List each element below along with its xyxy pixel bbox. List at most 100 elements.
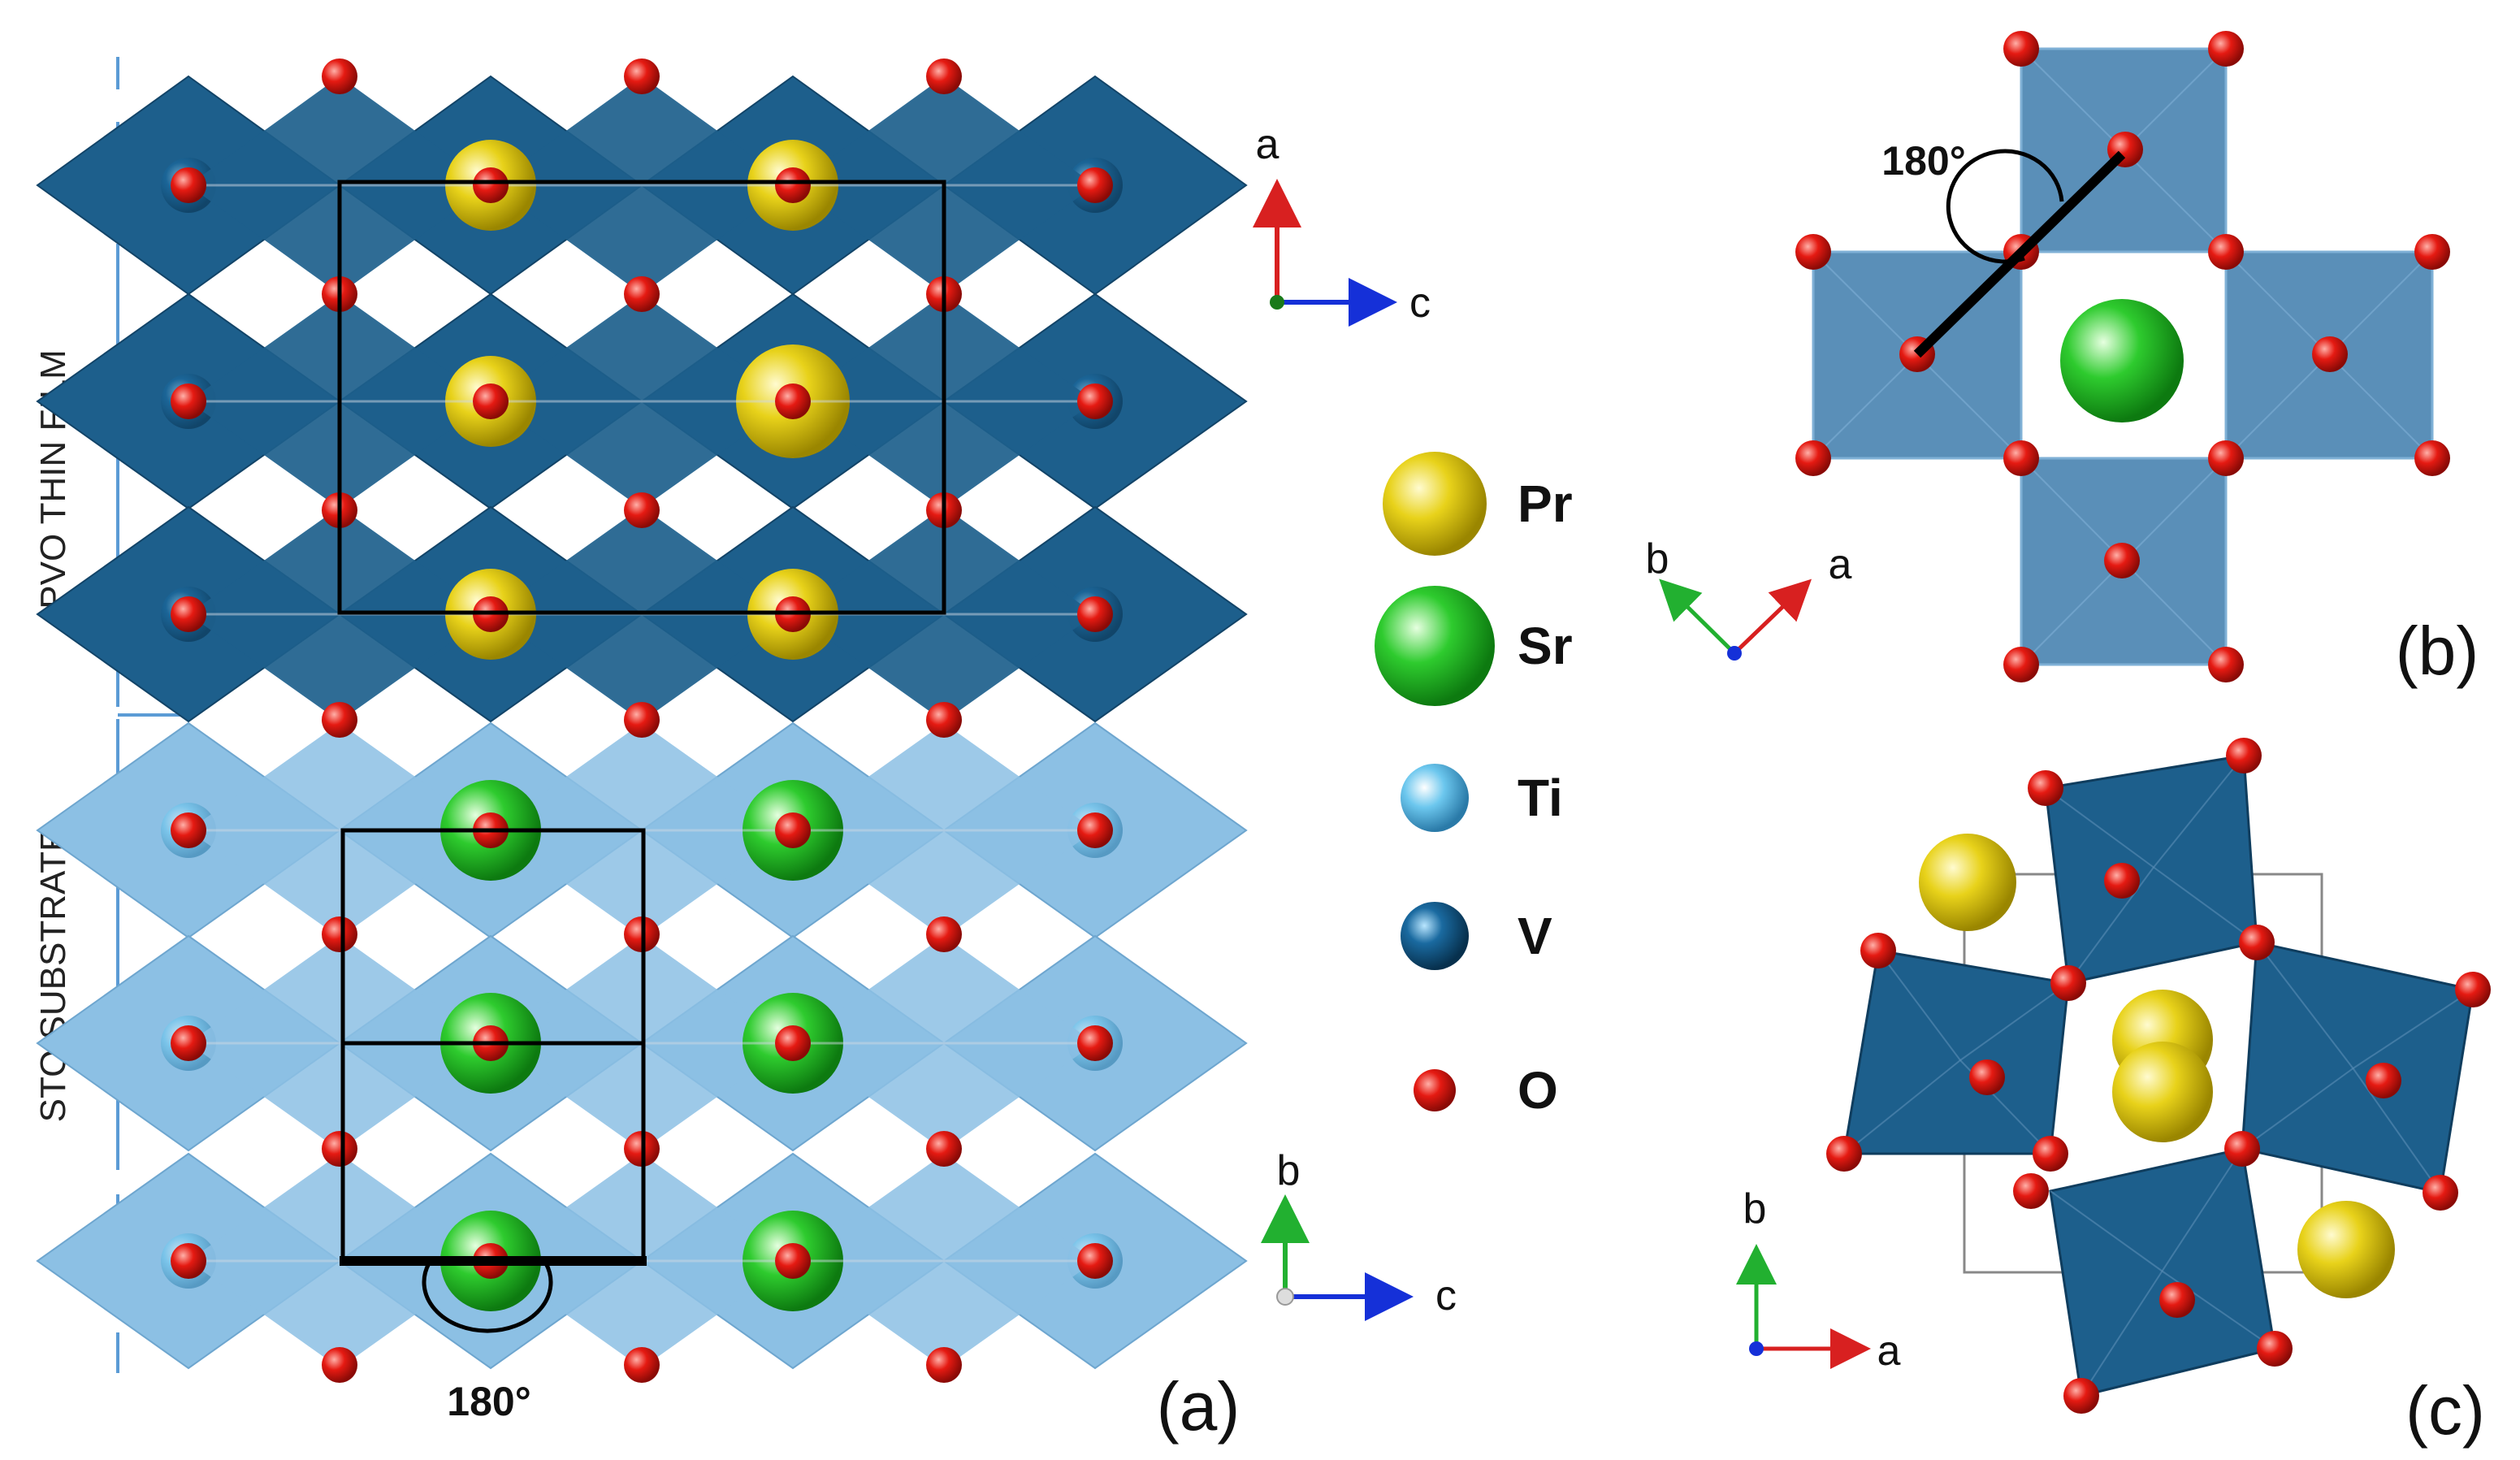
legend-label-o: O	[1518, 1061, 1558, 1120]
oxygen-atom	[322, 1347, 357, 1383]
oxygen-atom	[2003, 31, 2039, 67]
oxygen-atom	[2226, 738, 2262, 773]
panel-c-octahedra	[1842, 754, 2475, 1397]
oxygen-atom	[2104, 543, 2140, 578]
oxygen-atom	[1077, 1243, 1113, 1279]
bond	[2161, 1148, 2243, 1272]
oxygen-atom	[322, 1131, 357, 1167]
oxygen-atom	[2003, 647, 2039, 682]
oxygen-atom	[171, 167, 206, 203]
panel-c-front-atoms	[1826, 738, 2491, 1414]
oxygen-atom	[2423, 1175, 2458, 1211]
oxygen-atom	[2414, 234, 2450, 270]
oxygen-atom	[926, 1131, 962, 1167]
oxygen-atom	[926, 702, 962, 738]
legend-swatch-o	[1414, 1069, 1456, 1111]
oxygen-atom	[624, 58, 660, 94]
oxygen-atom	[171, 596, 206, 632]
axes-b-a: b a	[1736, 1185, 1901, 1375]
bond	[2241, 1068, 2354, 1150]
pr-atom	[1919, 834, 2016, 931]
oxygen-atom	[775, 383, 811, 419]
oxygen-atom	[2208, 234, 2244, 270]
axes-a-c: a c	[1253, 121, 1431, 327]
oxygen-atom	[322, 58, 357, 94]
bond	[1959, 982, 2069, 1061]
axis-label-b: b	[1277, 1147, 1301, 1194]
bond	[2153, 755, 2245, 869]
bond-angle-line-b	[1913, 150, 2126, 358]
oxygen-atom	[624, 702, 660, 738]
oxygen-atom	[171, 383, 206, 419]
bond	[2153, 866, 2258, 943]
oxygen-atom	[775, 1025, 811, 1061]
oxygen-atom	[2257, 1331, 2293, 1367]
pr-atom	[2112, 1042, 2213, 1142]
axis-label-a-diag: a	[1829, 541, 1852, 588]
oxygen-atom	[2414, 440, 2450, 476]
bond	[2068, 866, 2154, 984]
oxygen-atom	[2104, 863, 2140, 899]
bond	[2256, 942, 2354, 1069]
oxygen-atom	[1969, 1059, 2005, 1095]
panel-c-label: (c)	[2405, 1372, 2485, 1449]
oxygen-atom	[2159, 1282, 2195, 1318]
bond	[2081, 1270, 2163, 1397]
oxygen-atom	[775, 167, 811, 203]
panel-b-oxygen-atoms	[1795, 31, 2450, 682]
oxygen-atom	[1826, 1136, 1862, 1172]
bond	[1843, 1059, 1961, 1155]
oxygen-atom	[624, 1347, 660, 1383]
oxygen-atom	[926, 58, 962, 94]
oxygen-atom	[2455, 972, 2491, 1007]
axis-label-a-c: a	[1877, 1328, 1901, 1375]
axis-label-b-c: b	[1743, 1185, 1767, 1233]
oxygen-atom	[1795, 234, 1831, 270]
legend-label-pr: Pr	[1518, 474, 1573, 533]
oxygen-atom	[1795, 440, 1831, 476]
oxygen-atom	[2063, 1378, 2099, 1414]
panel-b: 180° (b)	[1795, 31, 2479, 689]
oxygen-atom	[1077, 1025, 1113, 1061]
oxygen-atom	[322, 916, 357, 952]
oxygen-atom	[2208, 647, 2244, 682]
oxygen-atom	[2013, 1173, 2049, 1209]
oxygen-atom	[2208, 440, 2244, 476]
oxygen-atom	[171, 1243, 206, 1279]
oxygen-atom	[322, 702, 357, 738]
bond	[2050, 1190, 2163, 1272]
legend-swatch-pr	[1383, 452, 1487, 556]
oxygen-atom	[2033, 1136, 2068, 1172]
oxygen-atom	[473, 383, 509, 419]
oxygen-atom	[624, 492, 660, 528]
oxygen-atom	[2050, 965, 2086, 1001]
bond-angle-label: 180°	[447, 1379, 530, 1424]
oxygen-atom	[1077, 596, 1113, 632]
legend-item-pr: Pr	[1383, 452, 1573, 556]
legend-item-o: O	[1414, 1061, 1558, 1120]
bond	[2352, 989, 2474, 1069]
oxygen-atom	[926, 1347, 962, 1383]
panel-b-label: (b)	[2396, 613, 2479, 689]
oxygen-atom	[1860, 933, 1896, 968]
axes-b-a-diagonal: b a	[1646, 535, 1852, 661]
octahedron	[1842, 949, 2070, 1155]
sr-atom	[2060, 299, 2184, 422]
legend-swatch-ti	[1401, 764, 1469, 832]
bond	[2045, 787, 2154, 869]
bond-angle-arc	[422, 1262, 553, 1333]
legend-label-ti: Ti	[1518, 769, 1563, 827]
bond-angle-label-b: 180°	[1881, 138, 1965, 184]
bond	[1877, 950, 1961, 1061]
oxygen-atom	[1077, 383, 1113, 419]
oxygen-atom	[2239, 925, 2275, 960]
bond	[2352, 1068, 2441, 1194]
substrate-label: STO SUBSTRATE	[33, 828, 73, 1123]
axis-label-c: c	[1409, 279, 1431, 327]
oxygen-atom	[2028, 770, 2063, 806]
oxygen-atom	[2208, 31, 2244, 67]
oxygen-atom	[1077, 167, 1113, 203]
octahedron	[2241, 941, 2475, 1194]
